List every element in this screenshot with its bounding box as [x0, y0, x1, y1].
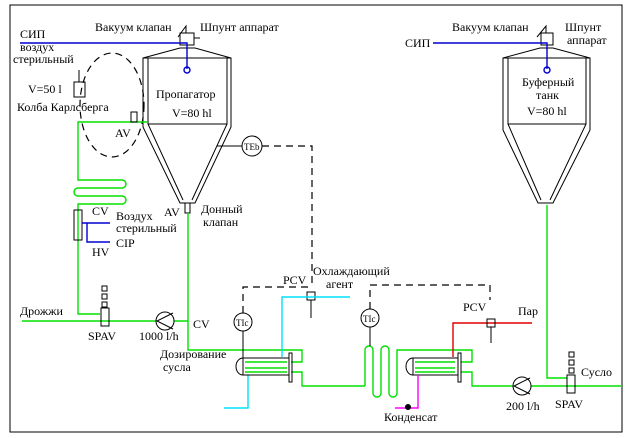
- buffer-sip-label: СИП: [405, 36, 431, 50]
- wort-label: Сусло: [581, 365, 612, 379]
- pump-1000[interactable]: [155, 311, 175, 331]
- air-label: воздух: [20, 40, 54, 54]
- tic-1-label: TIc: [236, 318, 249, 328]
- av-valve[interactable]: [130, 111, 138, 123]
- pump-200[interactable]: [512, 376, 532, 396]
- pump-1000-label: 1000 l/h: [139, 329, 179, 343]
- propagator-tank: [20, 24, 232, 204]
- bung-label: Шпунт аппарат: [200, 20, 280, 34]
- pcv-1-label: PCV: [283, 273, 307, 287]
- air-inlet-label: Воздух: [116, 209, 153, 223]
- buffer-volume: V=80 hl: [527, 104, 567, 118]
- condensate-trap: [405, 404, 411, 410]
- heat-exchanger-2: [405, 352, 462, 383]
- air-label-2: стерильный: [13, 52, 74, 66]
- propagator-label: Пропагатор: [156, 87, 215, 101]
- bottom-valve-label: Донный: [201, 202, 243, 216]
- buffer-tank: [433, 24, 591, 204]
- flask-hose: [79, 52, 145, 158]
- spav-valve-1[interactable]: [100, 307, 110, 327]
- av-label: AV: [115, 126, 131, 140]
- air-inlet-label-2: стерильный: [116, 221, 177, 235]
- heat-exchanger-1: [235, 352, 293, 383]
- pcv-2-label: PCV: [463, 300, 487, 314]
- bottom-valve-label-2: клапан: [203, 215, 239, 229]
- bottom-valve[interactable]: [184, 202, 191, 214]
- condensate-label: Конденсат: [384, 410, 438, 424]
- pcv-1-valve[interactable]: [306, 291, 316, 301]
- flask-label: Колба Карлсберга: [17, 100, 109, 114]
- rotameter: [73, 209, 83, 241]
- hv-label: HV: [92, 245, 110, 259]
- cip-label: CIP: [116, 236, 135, 250]
- pump-200-label: 200 l/h: [506, 399, 540, 413]
- propagator-volume: V=80 hl: [172, 106, 212, 120]
- spav-valve-2[interactable]: [566, 374, 576, 394]
- flask-volume: V=50 l: [28, 82, 62, 96]
- buffer-bung-label-2: аппарат: [567, 33, 607, 47]
- tic-2-label: TIc: [363, 314, 376, 324]
- steam-label: Пар: [518, 304, 538, 318]
- yeast-label: Дрожжи: [20, 304, 63, 318]
- dosing-label: Дозирование: [160, 347, 226, 361]
- buffer-name: Буферный: [522, 75, 575, 89]
- av-bottom-label: AV: [164, 205, 180, 219]
- cv-2-label: CV: [193, 317, 210, 331]
- buffer-vacuum-label: Вакуум клапан: [452, 20, 529, 34]
- coolant-label: Охлаждающий: [313, 264, 390, 278]
- te-label: TEb: [244, 142, 260, 152]
- buffer-bung-label: Шпунт: [565, 20, 602, 34]
- spav-label-2: SPAV: [555, 397, 583, 411]
- frame: [9, 4, 623, 433]
- carlsberg-flask: [73, 81, 86, 98]
- dosing-label-2: сусла: [163, 360, 191, 374]
- spav-label-1: SPAV: [88, 329, 116, 343]
- sip-label: СИП: [20, 27, 46, 41]
- coolant-label-2: агент: [326, 277, 354, 291]
- cv-label: CV: [92, 204, 109, 218]
- buffer-name-2: танк: [536, 88, 559, 102]
- vacuum-valve-label: Вакуум клапан: [95, 20, 172, 34]
